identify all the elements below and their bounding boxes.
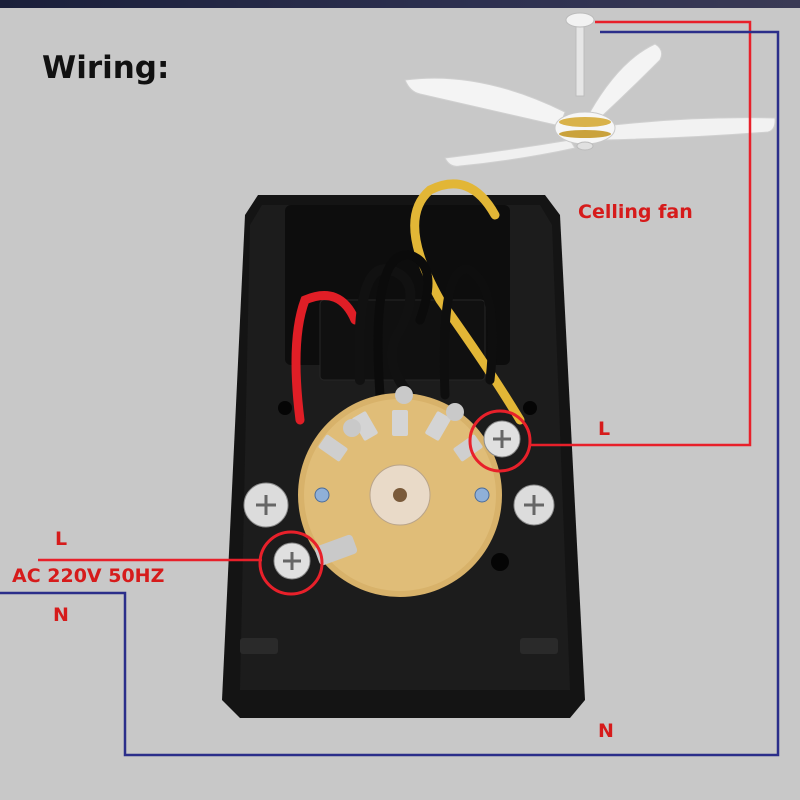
neutral-left-label: N	[53, 604, 69, 626]
ceiling-fan-label: Celling fan	[578, 201, 693, 223]
fan-terminal-highlight	[468, 409, 532, 473]
internal-wires	[291, 179, 525, 425]
supply-label: AC 220V 50HZ	[12, 565, 165, 587]
neutral-bottom-label: N	[598, 720, 614, 742]
line-wire	[530, 20, 752, 447]
page-title: Wiring:	[42, 50, 170, 86]
fan-line-label: L	[598, 418, 611, 440]
neutral-wire	[0, 30, 780, 757]
input-line-label: L	[55, 528, 68, 550]
rotary-switch	[298, 386, 502, 597]
ceiling-fan-icon	[404, 12, 776, 167]
input-terminal-highlight	[258, 530, 324, 596]
screw-icon	[243, 420, 555, 580]
top-bar	[0, 0, 800, 8]
